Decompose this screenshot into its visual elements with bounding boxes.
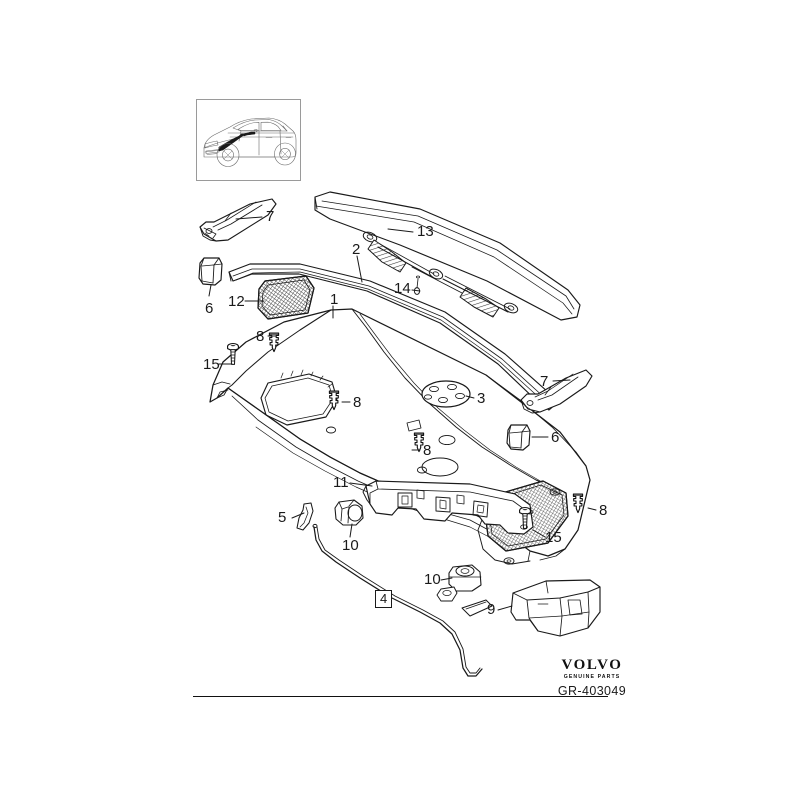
part-hose-clip-5 <box>296 502 314 531</box>
callout-8-centre: 8 <box>353 394 362 411</box>
callout-2: 2 <box>352 241 361 258</box>
part-water-deflector-channel <box>362 480 534 535</box>
vehicle-location-inset <box>196 99 301 181</box>
callout-12: 12 <box>228 293 245 310</box>
part-wiper-nut-cap-left <box>198 257 223 286</box>
part-wiper-linkage-assembly <box>314 191 581 321</box>
part-hose-connector-left <box>334 499 364 526</box>
callout-8-upper-left: 8 <box>256 328 265 345</box>
drawing-number: GR-403049 <box>557 684 627 699</box>
callout-10-left: 10 <box>342 537 359 554</box>
callout-10-right: 10 <box>424 571 441 588</box>
part-wiper-arm-right <box>520 369 593 414</box>
callout-15-right: 15 <box>545 529 562 546</box>
part-small-clip-lower <box>436 586 458 602</box>
part-wiper-arm-left <box>199 198 277 242</box>
callout-6-right: 6 <box>551 429 560 446</box>
genuine-parts-label: GENUINE PARTS <box>563 674 621 680</box>
callout-8-plenum: 8 <box>423 442 432 459</box>
part-cowl-grommet-plug <box>421 380 471 408</box>
callout-7-right: 7 <box>540 373 549 390</box>
footer-divider-rule <box>193 696 608 697</box>
callout-9: 9 <box>487 601 496 618</box>
vehicle-thumbnail-drawing <box>203 117 297 167</box>
part-cowl-seal-strip <box>228 263 557 411</box>
part-washer-hose <box>312 523 483 677</box>
leader-lines <box>208 216 597 611</box>
part-cowl-bracket-9 <box>510 579 601 637</box>
callout-3: 3 <box>477 390 486 407</box>
callout-14: 14 <box>394 280 411 297</box>
callout-13: 13 <box>417 223 434 240</box>
volvo-wordmark: VOLVO <box>561 657 623 673</box>
callout-4-boxed: 4 <box>375 590 393 608</box>
callout-6-left: 6 <box>205 300 214 317</box>
callout-15-left: 15 <box>203 356 220 373</box>
callout-8-right: 8 <box>599 502 608 519</box>
callout-5: 5 <box>278 509 287 526</box>
callout-11: 11 <box>333 474 349 491</box>
part-wiper-nut-cap-right <box>506 424 531 451</box>
brand-block: VOLVO GENUINE PARTS GR-403049 <box>532 658 652 698</box>
part-bracket-flange-small <box>461 599 493 617</box>
callout-1: 1 <box>330 291 339 308</box>
part-hose-connector-right <box>448 564 482 592</box>
part-cowl-grille-left <box>257 275 315 320</box>
callout-7-left: 7 <box>266 208 275 225</box>
